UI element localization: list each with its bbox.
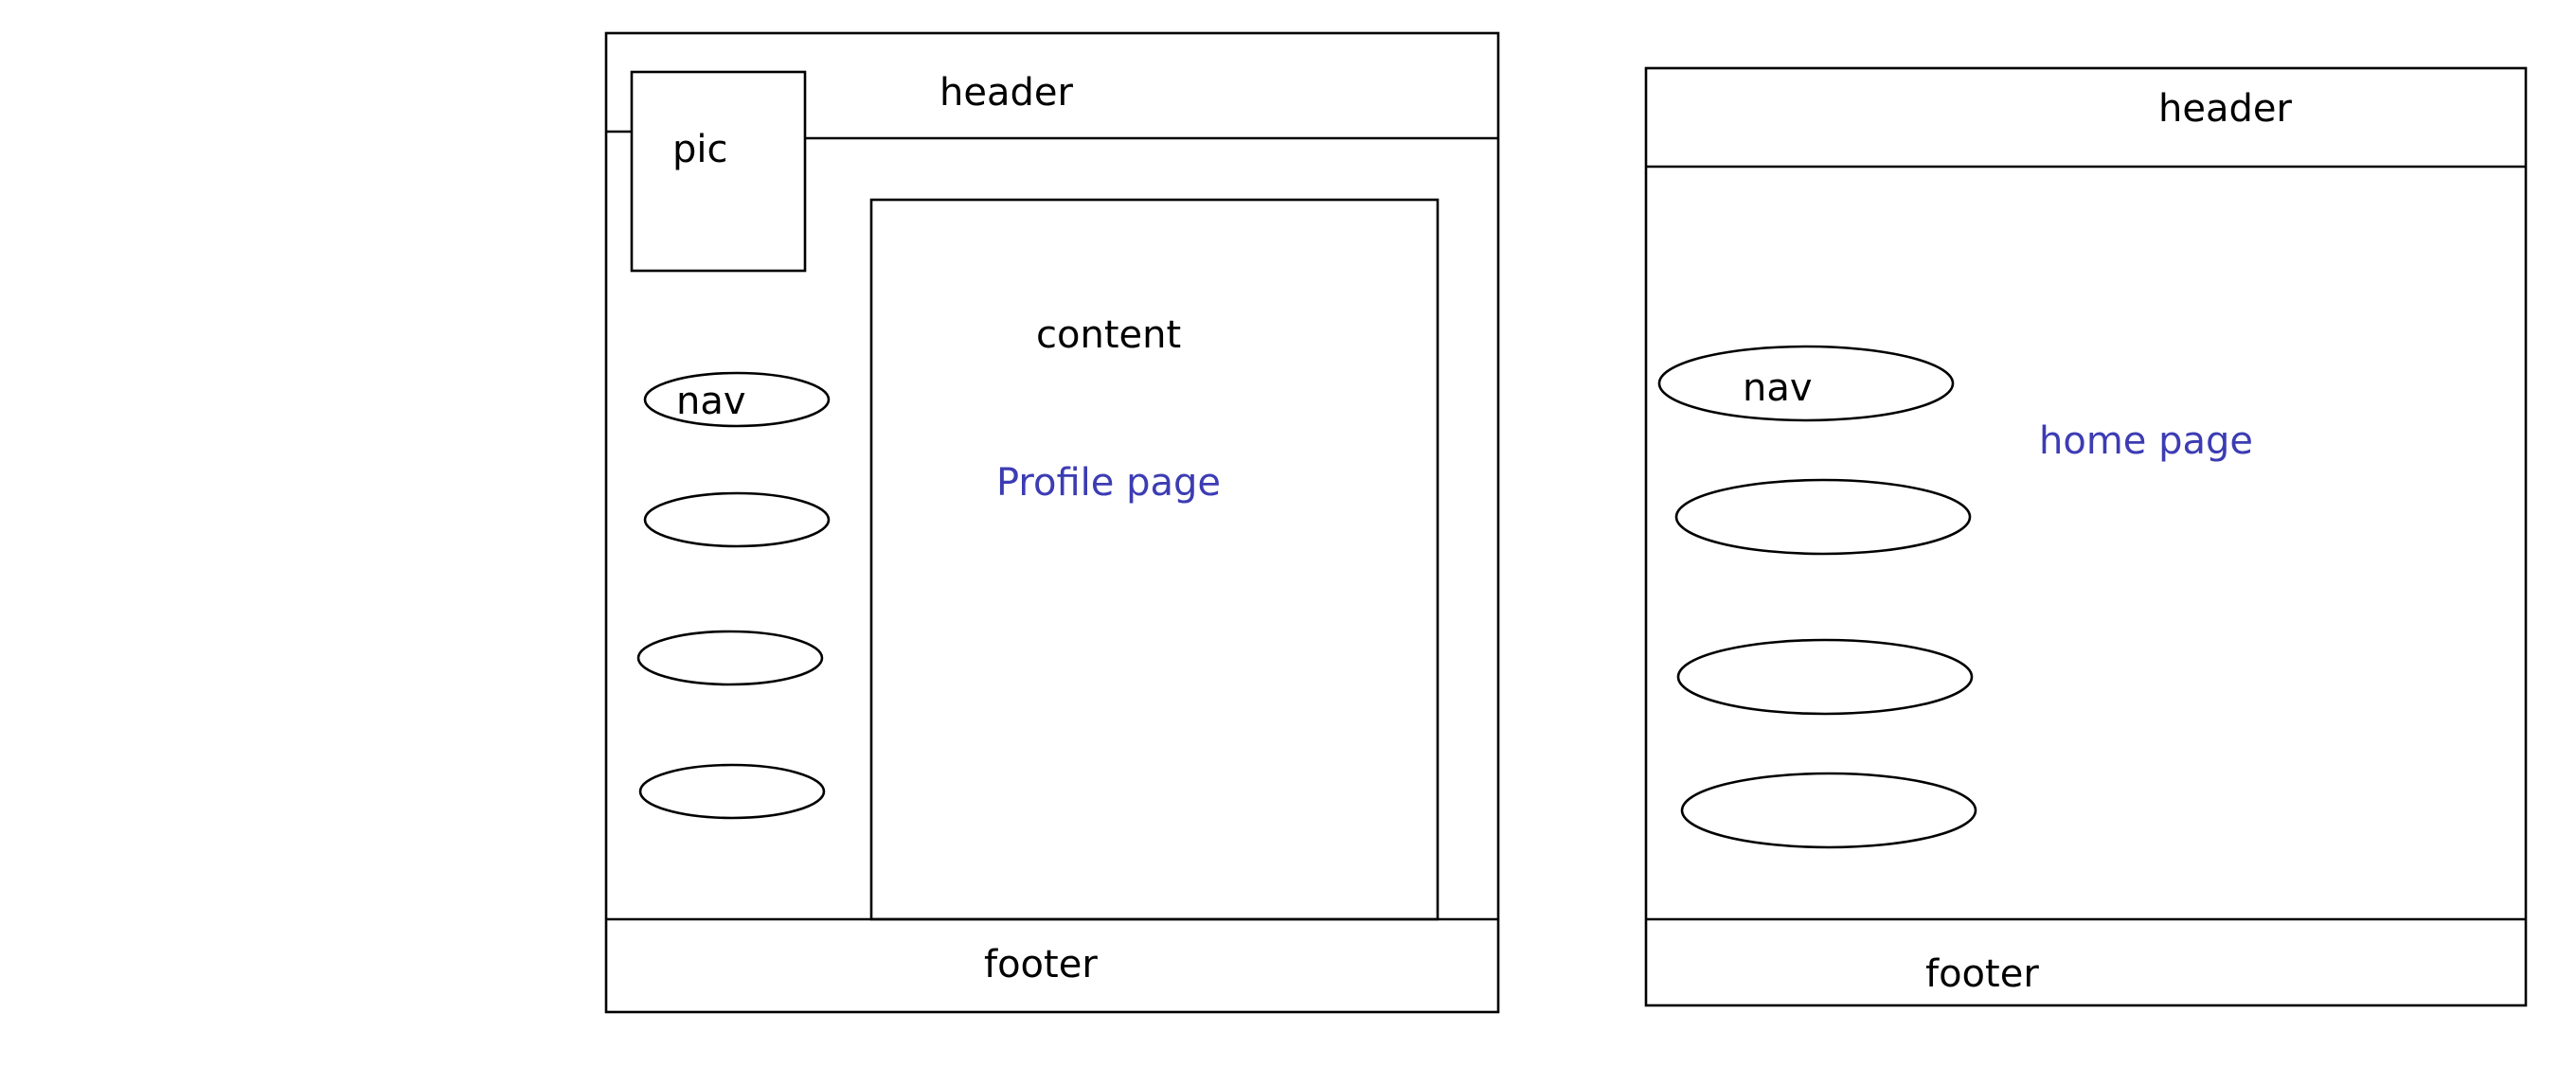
home-footer-label: footer — [1925, 952, 2039, 996]
profile-page-title: Profile page — [996, 461, 1221, 505]
profile-content-label: content — [1036, 313, 1181, 357]
profile-nav-item-3 — [636, 630, 824, 686]
profile-nav-label: nav — [676, 380, 746, 423]
profile-content-box — [869, 198, 1440, 921]
home-nav-item-4 — [1680, 772, 1977, 849]
profile-pic-box — [630, 70, 807, 273]
profile-footer-label: footer — [984, 943, 1098, 986]
home-header-label: header — [2158, 87, 2292, 131]
profile-nav-item-4 — [638, 763, 826, 820]
profile-header-label: header — [939, 71, 1073, 115]
profile-wireframe: header pic content Profile page nav foot… — [604, 31, 1500, 1014]
profile-nav-item-1 — [643, 371, 831, 428]
profile-pic-label: pic — [672, 128, 728, 171]
home-nav-item-2 — [1674, 478, 1972, 556]
home-frame — [1644, 66, 2528, 1007]
home-wireframe: header nav home page footer — [1644, 66, 2528, 1007]
home-page-title: home page — [2039, 419, 2253, 463]
home-nav-label: nav — [1743, 366, 1813, 410]
home-nav-item-3 — [1676, 638, 1974, 716]
profile-nav-item-2 — [643, 491, 831, 548]
home-nav-item-1 — [1657, 345, 1955, 422]
profile-frame — [604, 31, 1500, 1014]
